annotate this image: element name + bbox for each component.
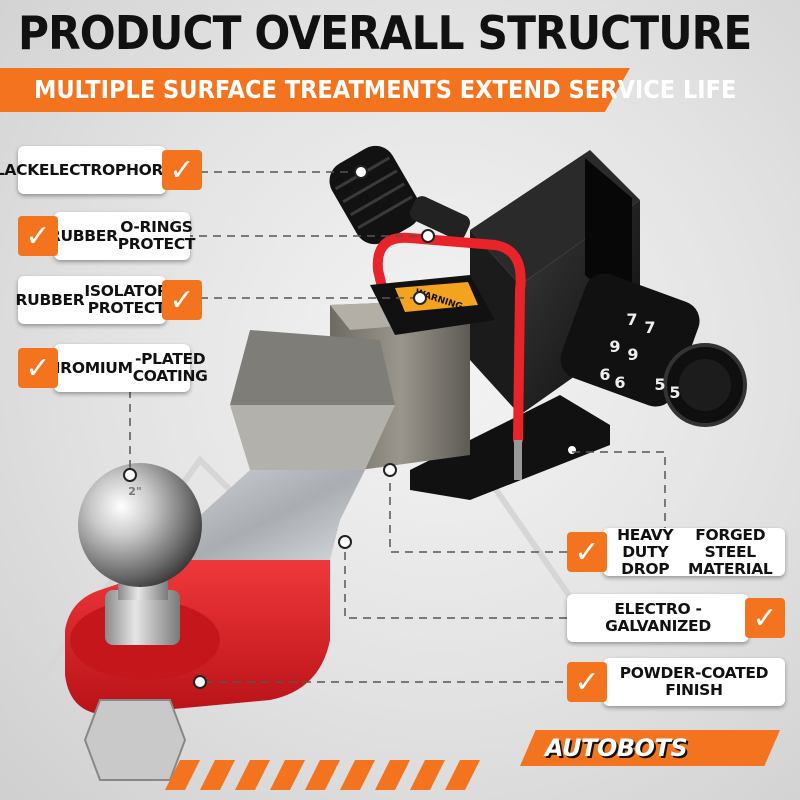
hitch-ball: 2" [78,463,202,645]
brand-banner [520,730,780,766]
drop-block [230,330,395,470]
lock-digit: 9 [627,345,638,364]
lock-digit: 5 [654,375,665,394]
ball-size-marking: 2" [128,485,141,498]
label-electro-galvanized: ELECTRO - GALVANIZED ✓ [567,594,785,642]
check-icon: ✓ [567,532,607,572]
check-icon: ✓ [18,216,58,256]
lock-digit: 6 [599,365,610,384]
label-rubber-orings: ✓ RUBBER O-RINGS PROTECT [18,212,195,260]
left-knob [329,145,471,245]
subtitle-banner [0,68,630,112]
isolator-bracket: WARNING [370,275,495,335]
galvanized-drop-arm [190,470,365,560]
lock-digit: 7 [644,318,655,337]
leader-dots [123,165,435,689]
lock-digit: 7 [626,310,637,329]
page-title: PRODUCT OVERALL STRUCTURE [18,6,752,60]
label-heavy-duty: ✓ HEAVY DUTY DROP FORGED STEEL MATERIAL [567,526,785,577]
decorative-stripes [165,760,480,790]
check-icon: ✓ [567,662,607,702]
lock-digit: 9 [609,337,620,356]
brand-logo: AUTOBOTS [545,734,688,762]
lock-digit: 6 [614,373,625,392]
combination-lock: 7 7 9 9 6 6 5 5 [560,273,747,427]
page-subtitle: MULTIPLE SURFACE TREATMENTS EXTEND SERVI… [34,75,737,104]
check-icon: ✓ [162,150,202,190]
lock-digit: 5 [669,383,680,402]
label-powder-coated: ✓ POWDER-COATED FINISH [567,658,785,706]
label-black-electrophoresis: BLACK ELECTROPHORESIS ✓ [0,146,202,194]
mount-plate [410,395,610,500]
leader-lines [129,171,666,683]
label-rubber-isolator: RUBBER ISOLATOR PROTECT ✓ [16,276,202,324]
label-chromium: ✓ CHROMIUM -PLATED COATING [18,344,208,392]
check-icon: ✓ [18,348,58,388]
check-icon: ✓ [162,280,202,320]
check-icon: ✓ [745,598,785,638]
